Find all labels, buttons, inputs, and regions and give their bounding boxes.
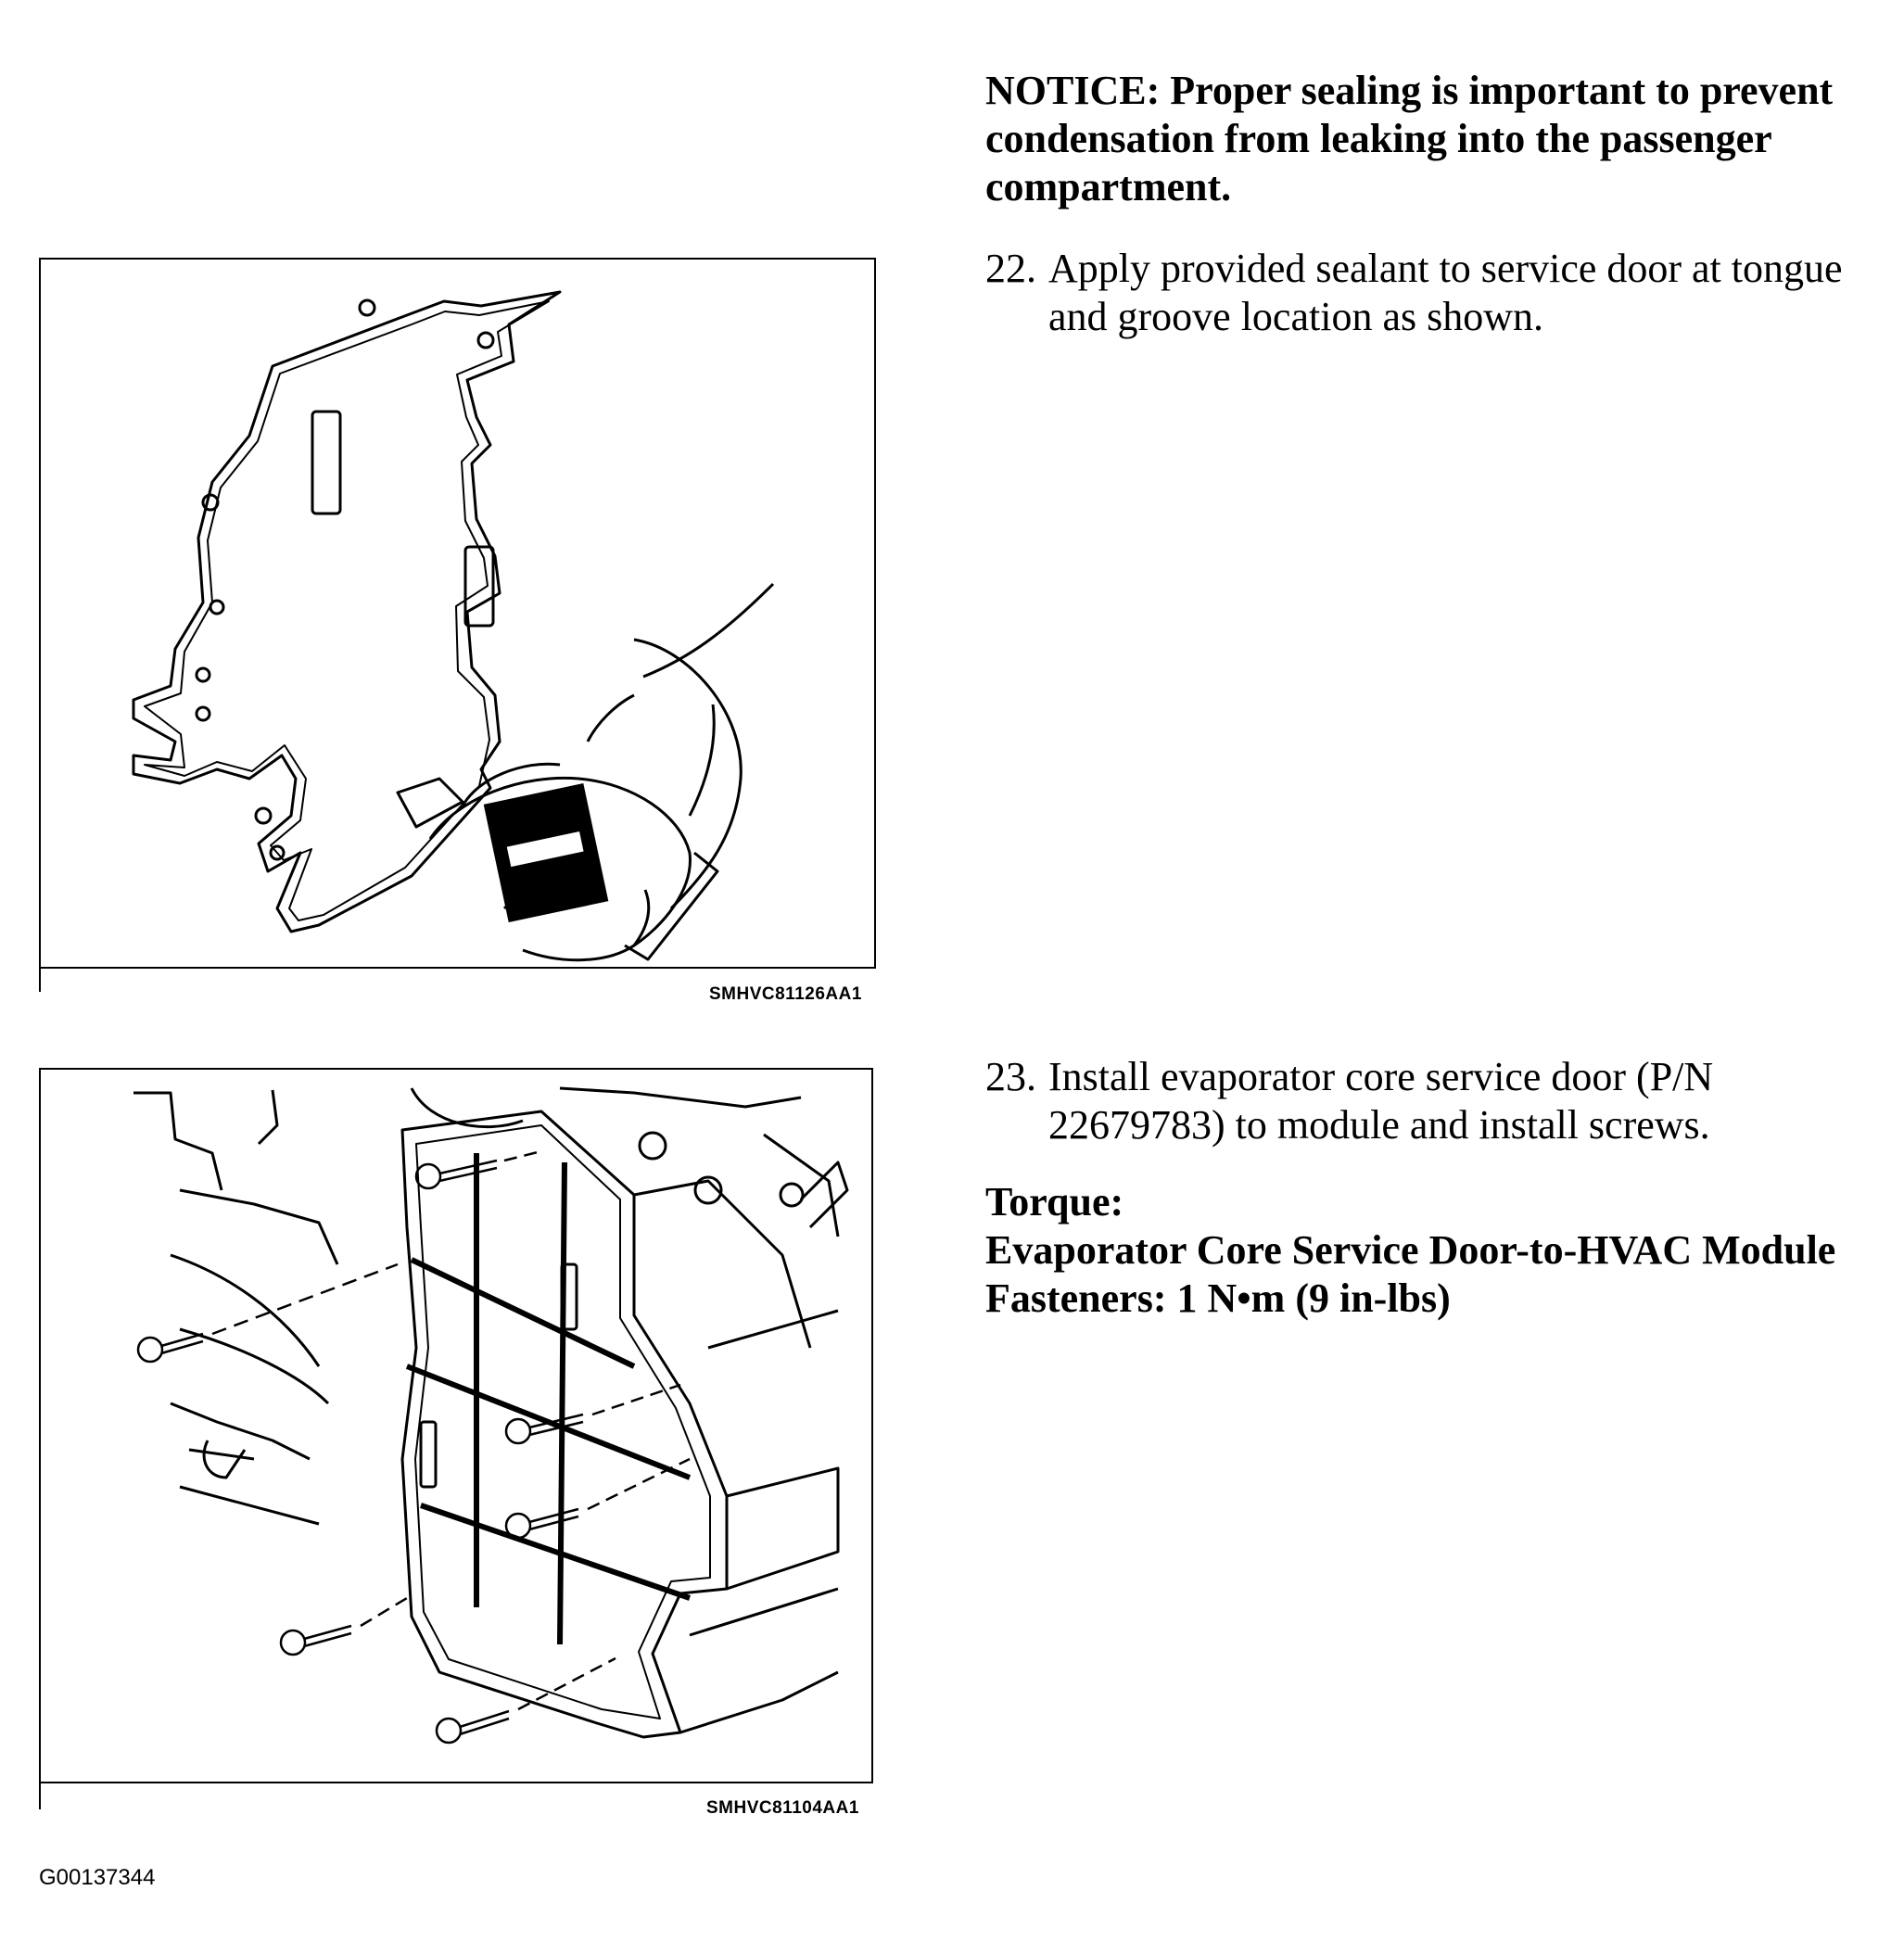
screw-1: [414, 1149, 542, 1190]
figure-code: SMHVC81104AA1: [706, 1798, 859, 1818]
screw-5: [279, 1596, 408, 1656]
screw-2: [136, 1262, 399, 1364]
torque-line-1: Evaporator Core Service Door-to-HVAC Mod…: [985, 1227, 1836, 1273]
torque-heading: Torque:: [985, 1179, 1124, 1224]
figure-code: SMHVC81126AA1: [709, 984, 862, 1004]
step-23: 23. Install evaporator core service door…: [985, 1053, 1875, 1149]
notice-text: NOTICE: Proper sealing is important to p…: [985, 68, 1834, 209]
screw-4: [504, 1457, 691, 1540]
figure-corner-mark: [39, 964, 41, 992]
step-number: 23.: [985, 1054, 1036, 1099]
torque-line-2: Fasteners: 1 N•m (9 in-lbs): [985, 1275, 1451, 1321]
torque-spec: Torque: Evaporator Core Service Door-to-…: [985, 1178, 1894, 1323]
step-text: Apply provided sealant to service door a…: [1048, 246, 1843, 339]
step-22: 22. Apply provided sealant to service do…: [985, 245, 1875, 341]
screw-6: [435, 1656, 616, 1745]
step-number: 22.: [985, 246, 1036, 291]
step-text: Install evaporator core service door (P/…: [1048, 1054, 1714, 1148]
screw-3: [504, 1383, 681, 1445]
service-door-install-illustration: [39, 1068, 873, 1783]
service-door-sealant-drawing: [132, 290, 775, 962]
service-door-screws-drawing: [133, 1086, 849, 1745]
figure-corner-mark: [39, 1778, 41, 1809]
document-id: G00137344: [39, 1865, 156, 1890]
sealant-application-illustration: [39, 258, 876, 969]
